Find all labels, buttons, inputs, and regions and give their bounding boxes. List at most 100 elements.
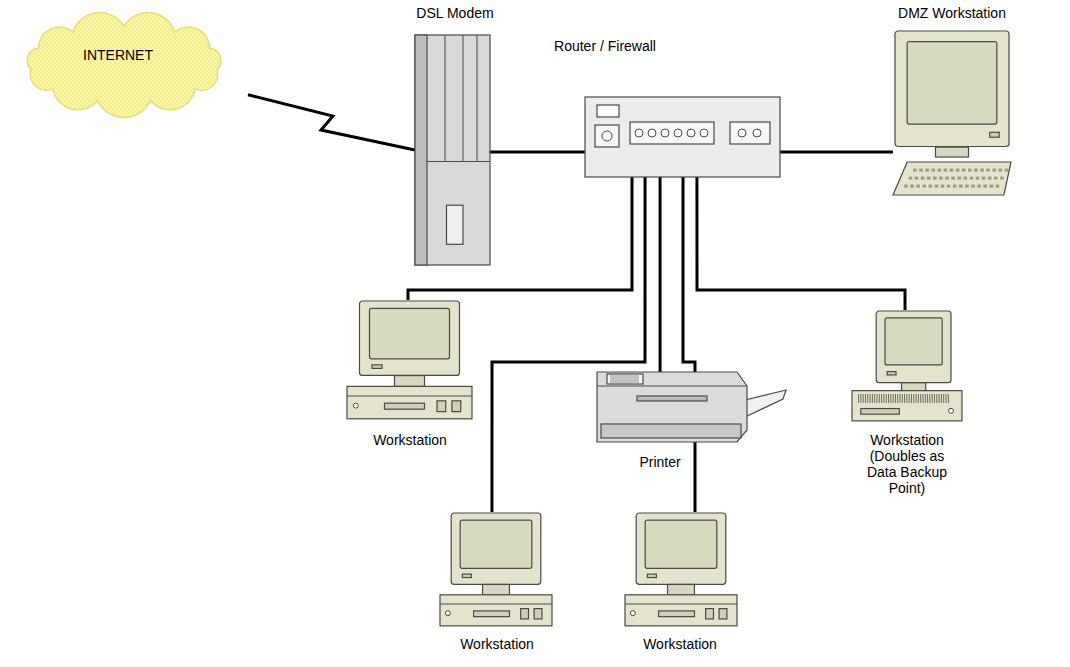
vent-grille — [902, 394, 903, 403]
keyboard-key — [1005, 169, 1009, 172]
internet-cloud: INTERNET — [0, 0, 248, 128]
vent-grille — [867, 394, 868, 403]
monitor-case — [895, 31, 1009, 147]
wan-link — [248, 95, 415, 150]
keyboard-key — [951, 177, 955, 180]
keyboard-key — [965, 185, 969, 188]
keyboard-key — [938, 169, 942, 172]
keyboard-key — [935, 185, 939, 188]
workstation: Workstation — [625, 512, 737, 627]
printer: Printer — [597, 372, 787, 442]
printer-drawing — [597, 372, 786, 442]
modem-divider — [427, 161, 490, 162]
dsl-modem-drawing — [415, 35, 490, 265]
keyboard-key — [925, 169, 929, 172]
network-cable — [492, 177, 645, 512]
keyboard-key — [931, 169, 935, 172]
internet-cloud-drawing — [27, 13, 221, 118]
keyboard-key — [953, 185, 957, 188]
drive-slot — [385, 403, 425, 409]
power-button — [630, 611, 635, 616]
router-display — [597, 105, 619, 117]
dmz-workstation-icon — [893, 30, 1011, 195]
drive-slot — [659, 611, 695, 617]
network-cable — [780, 150, 893, 153]
keyboard-key — [962, 169, 966, 172]
modem-side — [415, 35, 427, 265]
vent-grille — [865, 394, 866, 403]
keyboard-key — [968, 169, 972, 172]
keyboard-key — [944, 169, 948, 172]
vent-grille — [925, 394, 926, 403]
keyboard-key — [971, 185, 975, 188]
unit-edge — [440, 604, 552, 605]
monitor-button — [990, 132, 999, 137]
keyboard-key — [913, 169, 917, 172]
vent-grille — [897, 394, 898, 403]
vent-grille — [936, 394, 937, 403]
router-port — [687, 129, 695, 137]
node-label: Router / Firewall — [554, 38, 656, 54]
keyboard-key — [1000, 177, 1004, 180]
drive-slot — [706, 609, 714, 619]
keyboard-key — [982, 177, 986, 180]
keyboard-key — [992, 169, 996, 172]
router-port — [753, 129, 761, 137]
keyboard-key — [999, 169, 1003, 172]
keyboard — [893, 162, 1011, 195]
vent-grille — [883, 394, 884, 403]
network-cable — [683, 177, 695, 512]
paper-line — [610, 380, 639, 381]
monitor-button — [372, 365, 382, 369]
workstation-drawing — [347, 301, 472, 419]
node-label: DMZ Workstation — [898, 5, 1006, 21]
keyboard-key — [983, 185, 987, 188]
vent-grille — [909, 394, 910, 403]
vent-grille — [932, 394, 933, 403]
router-port — [738, 129, 746, 137]
router-port — [700, 129, 708, 137]
workstation-icon — [347, 300, 472, 420]
vent-grille — [890, 394, 891, 403]
node-label: Workstation — [373, 432, 447, 448]
node-label: Workstation (Doubles as Data Backup Poin… — [859, 432, 955, 496]
keyboard-key — [945, 177, 949, 180]
vent-grille — [863, 394, 864, 403]
modem-divider — [445, 35, 446, 162]
workstation: Workstation — [347, 300, 472, 420]
printer-body — [597, 372, 747, 442]
node-label: Workstation — [460, 636, 534, 652]
power-button — [949, 408, 954, 413]
monitor-case — [451, 513, 541, 584]
workstation: Workstation — [440, 512, 552, 627]
printer-icon — [597, 372, 787, 442]
vent-grille — [934, 394, 935, 403]
backup-workstation: Workstation (Doubles as Data Backup Poin… — [852, 310, 962, 422]
vent-grille — [923, 394, 924, 403]
monitor-case — [360, 301, 460, 375]
internet-cloud-icon — [0, 0, 248, 128]
router-port — [635, 129, 643, 137]
monitor-button — [647, 574, 656, 577]
drive-slot — [861, 409, 900, 415]
vent-grille — [886, 394, 887, 403]
keyboard-key — [910, 185, 914, 188]
dsl-modem: DSL Modem — [415, 35, 490, 265]
keyboard-key — [909, 177, 913, 180]
monitor-screen — [460, 520, 532, 568]
paper-line — [610, 382, 639, 383]
router-port — [661, 129, 669, 137]
router-port — [602, 131, 612, 141]
vent-grille — [888, 394, 889, 403]
keyboard-key — [916, 185, 920, 188]
router-port — [674, 129, 682, 137]
drive-slot — [719, 609, 727, 619]
node-label: Printer — [639, 454, 680, 470]
workstation-drawing — [625, 513, 737, 626]
vent-grille — [900, 394, 901, 403]
keyboard-key — [990, 185, 994, 188]
printer-slot — [637, 396, 707, 401]
desktop-unit — [625, 595, 737, 626]
keyboard-key — [950, 169, 954, 172]
keyboard-key — [988, 177, 992, 180]
